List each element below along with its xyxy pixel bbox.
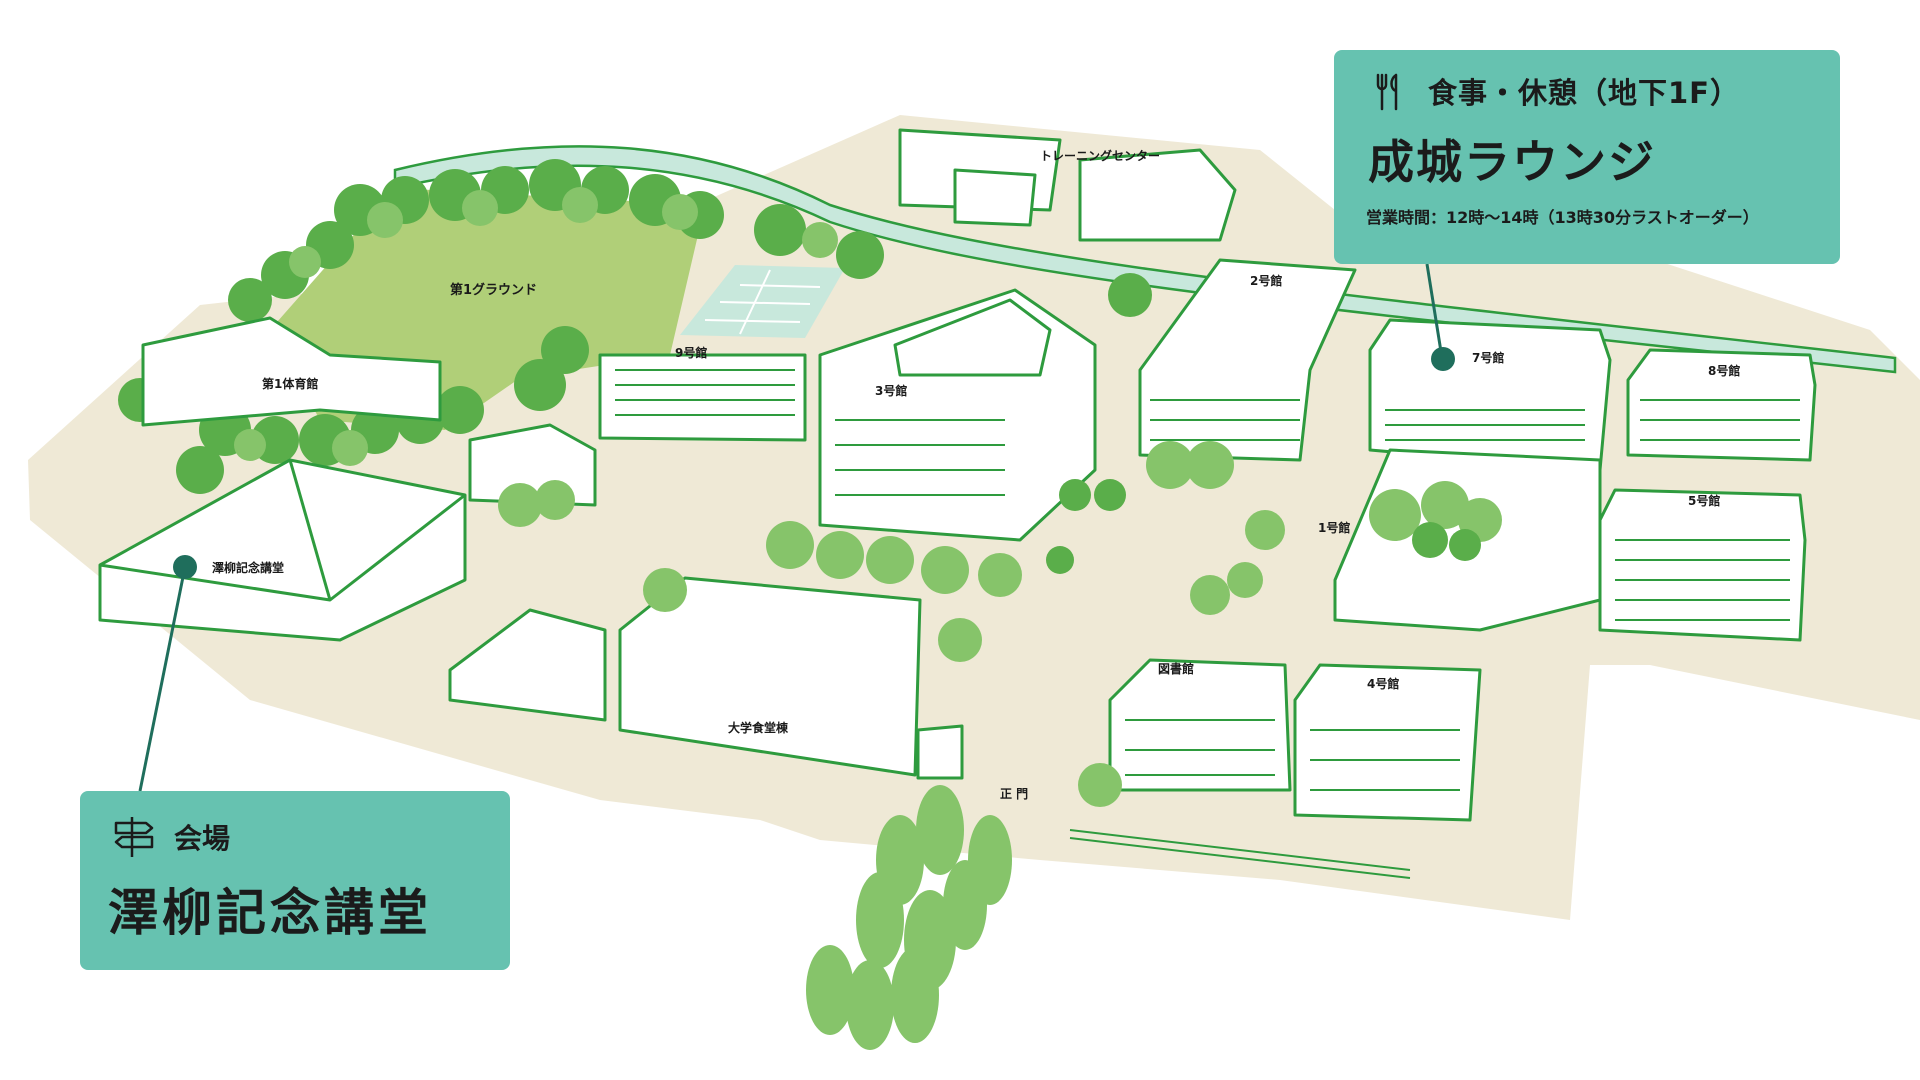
label-3: 3号館 xyxy=(875,383,907,398)
label-9: 9号館 xyxy=(675,345,707,360)
venue-category: 会場 xyxy=(174,822,231,855)
building-4 xyxy=(1293,663,1482,822)
label-gym: 第1体育館 xyxy=(262,376,318,391)
tree-clusters xyxy=(118,159,1152,494)
trees-mid xyxy=(498,441,1502,807)
label-2: 2号館 xyxy=(1250,273,1282,288)
label-ground: 第1グラウンド xyxy=(450,282,537,298)
venue-name: 澤柳記念講堂 xyxy=(108,884,432,942)
buildings xyxy=(98,128,1817,822)
venue-leader-line xyxy=(138,566,187,792)
building-library xyxy=(1108,658,1292,792)
building-5 xyxy=(1598,488,1807,642)
label-hall: 澤柳記念講堂 xyxy=(212,560,284,575)
lounge-leader-line xyxy=(1425,263,1444,359)
label-4: 4号館 xyxy=(1367,676,1399,691)
building-7 xyxy=(1368,318,1612,472)
tennis-court xyxy=(680,265,845,338)
lounge-hours: 営業時間：12時〜14時（13時30分ラストオーダー） xyxy=(1366,208,1759,227)
label-7: 7号館 xyxy=(1472,350,1504,365)
venue-callout[interactable]: 会場 澤柳記念講堂 xyxy=(80,791,510,970)
label-library: 図書館 xyxy=(1158,661,1194,676)
label-5: 5号館 xyxy=(1688,493,1720,508)
label-1: 1号館 xyxy=(1318,520,1350,535)
lounge-category: 食事・休憩（地下1F） xyxy=(1428,76,1740,110)
windows xyxy=(615,369,1800,879)
river xyxy=(393,145,1897,374)
lounge-pin[interactable] xyxy=(1431,347,1455,371)
label-cafeteria: 大学食堂棟 xyxy=(728,720,789,735)
label-main-gate: 正 門 xyxy=(1000,787,1028,801)
tall-trees xyxy=(806,785,1012,1050)
label-training-center: トレーニングセンター xyxy=(1040,148,1160,163)
building-2 xyxy=(1138,258,1357,462)
lounge-callout[interactable]: 食事・休憩（地下1F） 成城ラウンジ 営業時間：12時〜14時（13時30分ラス… xyxy=(1334,50,1840,264)
building-gym xyxy=(141,316,442,427)
label-8: 8号館 xyxy=(1708,363,1740,378)
building-9 xyxy=(598,353,807,442)
fork-knife-icon xyxy=(1372,71,1404,111)
building-8 xyxy=(1626,348,1817,462)
lounge-name: 成城ラウンジ xyxy=(1368,135,1656,189)
signpost-icon xyxy=(112,815,156,859)
venue-pin[interactable] xyxy=(173,555,197,579)
